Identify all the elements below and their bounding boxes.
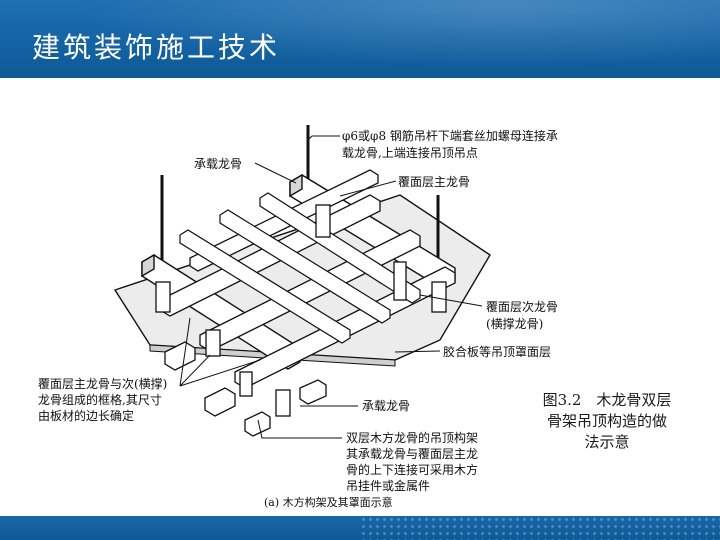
bearing-keel-end xyxy=(141,253,155,278)
frame-note-line3: 由板材的边长确定 xyxy=(38,408,134,423)
keel-end xyxy=(204,387,236,417)
frame-note-line1: 覆面层主龙骨与次(横撑) xyxy=(38,376,167,391)
label-secondary-keel-2: (横撑龙骨) xyxy=(486,316,543,331)
figure-caption: 图3.2 木龙骨双层 骨架吊顶构造的做 法示意 xyxy=(532,390,682,453)
hanger-bracket xyxy=(315,204,331,238)
secondary-keels xyxy=(179,192,421,344)
double-note-line3: 骨的上下连接可采用木方 xyxy=(346,462,478,477)
diagram-subcaption: (a) 木方构架及其罩面示意 xyxy=(264,495,393,509)
footer-bar xyxy=(0,516,720,540)
footer-pattern xyxy=(360,516,720,540)
double-note-line1: 双层木方龙骨的吊顶构架 xyxy=(346,430,478,445)
frame-note-line2: 龙骨组成的框格,其尺寸 xyxy=(38,392,162,407)
label-secondary-keel-1: 覆面层次龙骨 xyxy=(486,300,558,314)
leader-lines xyxy=(179,135,483,439)
hanger-brackets xyxy=(155,204,447,417)
caption-line3: 法示意 xyxy=(584,433,630,451)
secondary-keel xyxy=(219,209,391,324)
header-glow xyxy=(0,0,720,78)
label-main-keel: 覆面层主龙骨 xyxy=(398,175,470,189)
hanger-bracket xyxy=(155,281,171,313)
hanger-bracket xyxy=(393,261,407,301)
secondary-keel xyxy=(259,192,421,304)
caption-line2: 骨架吊顶构造的做 xyxy=(546,412,667,430)
rod-note-line1: φ6或φ8 钢筋吊杆下端套丝加螺母连接承 xyxy=(342,128,558,143)
label-plywood: 胶合板等吊顶罩面层 xyxy=(443,344,551,359)
hanger-bracket xyxy=(205,329,221,357)
double-note-line4: 吊挂件或金属件 xyxy=(346,478,430,493)
double-note-line2: 其承载龙骨与覆面层主龙 xyxy=(346,447,478,461)
header-bar xyxy=(0,0,720,78)
hanger-bracket xyxy=(275,389,291,417)
caption-line1: 图3.2 木龙骨双层 xyxy=(542,391,672,409)
keel-end xyxy=(164,341,196,371)
hanger-bracket xyxy=(239,371,253,397)
keel-end xyxy=(244,411,271,437)
bearing-keel xyxy=(289,173,303,198)
label-bearing-keel-bottom: 承载龙骨 xyxy=(362,399,410,413)
label-bearing-keel-top: 承载龙骨 xyxy=(194,157,242,171)
secondary-keel xyxy=(179,229,351,344)
keel-end xyxy=(299,379,327,405)
keel-ends xyxy=(164,341,327,437)
rod-note-line2: 载龙骨,上端连接吊顶吊点 xyxy=(342,145,478,160)
page-title: 建筑装饰施工技术 xyxy=(32,31,281,64)
